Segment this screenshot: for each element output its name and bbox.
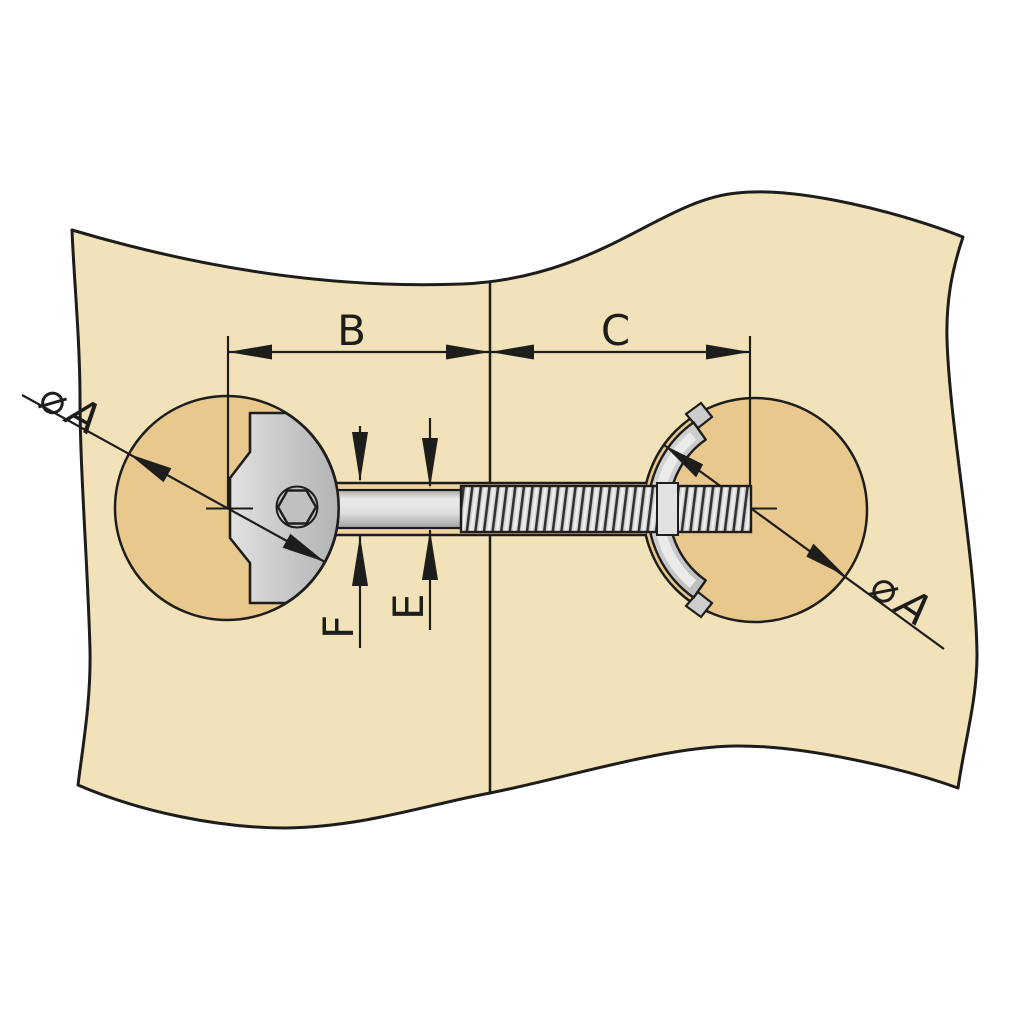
e-arrow-top	[422, 438, 438, 488]
left-diameter-line	[21, 394, 326, 563]
right-diameter-line	[663, 444, 945, 650]
b-arrow-right	[446, 344, 490, 360]
hex-socket-circle	[275, 485, 319, 529]
left-diameter-arrow-lower	[282, 533, 325, 562]
bolt-shank	[332, 488, 464, 530]
dimensions	[21, 336, 777, 648]
f-arrow-top	[352, 432, 368, 482]
right-diameter-arrow-upper	[664, 445, 704, 478]
sleeve-ring	[646, 421, 707, 599]
label-dim-c: C	[601, 306, 631, 355]
label-dim-b: B	[337, 306, 367, 355]
label-dim-f: F	[314, 614, 363, 639]
b-arrow-left	[228, 344, 272, 360]
c-arrow-right	[706, 344, 750, 360]
bolt-thread	[459, 484, 753, 534]
hex-socket	[276, 489, 318, 525]
label-dim-e: E	[384, 592, 433, 620]
c-arrow-left	[490, 344, 534, 360]
right-dim-underlayer	[663, 336, 945, 650]
left-diameter-arrow-upper	[129, 454, 172, 483]
connector-bolt	[332, 482, 753, 536]
right-diameter-arrow-lower	[806, 543, 846, 576]
sleeve-collar	[656, 482, 679, 536]
